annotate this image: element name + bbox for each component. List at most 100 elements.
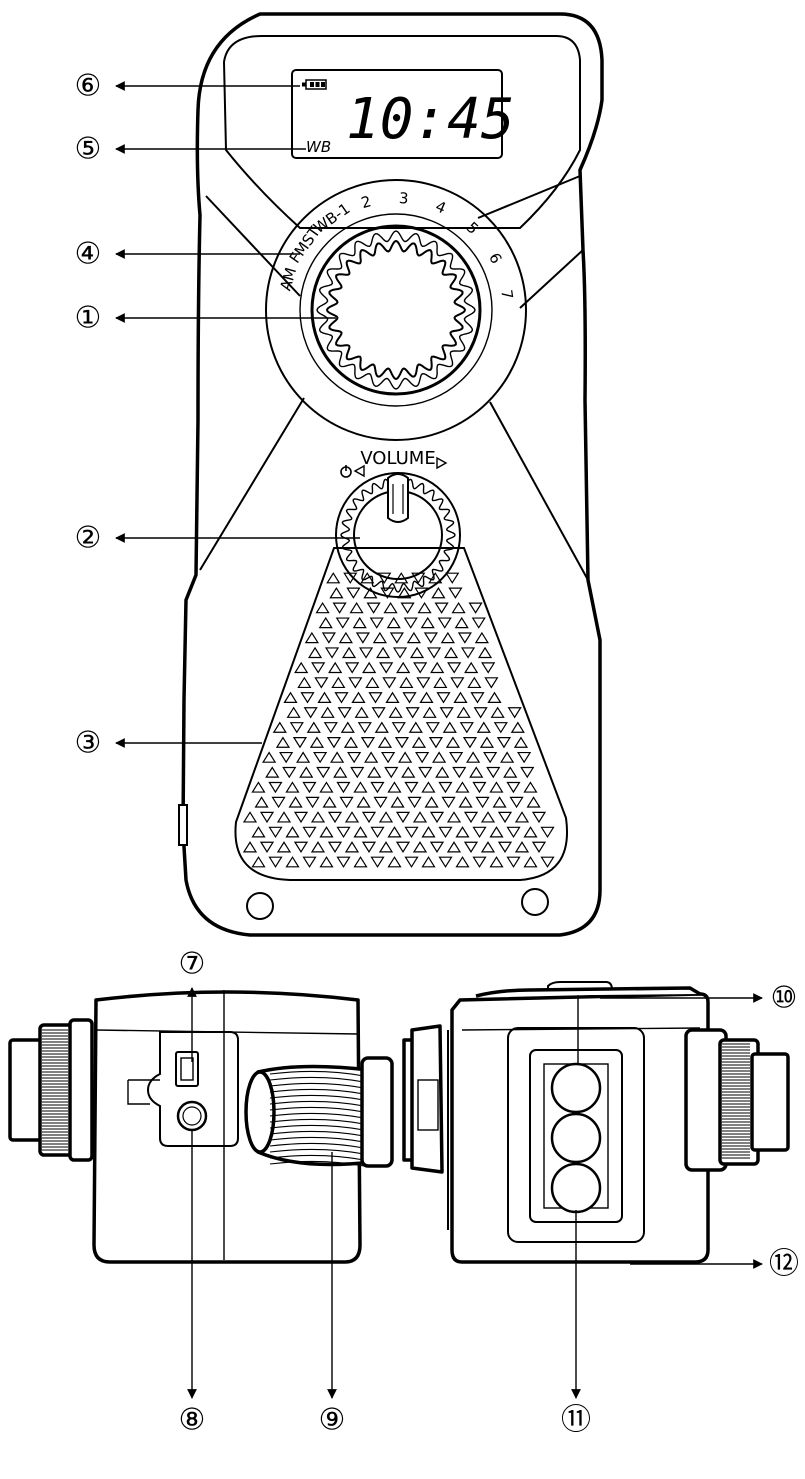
grill-hole — [517, 751, 532, 764]
grill-hole — [396, 661, 411, 674]
grill-hole — [409, 646, 425, 659]
grill-hole — [383, 601, 398, 614]
callout-number: ③ — [75, 726, 102, 761]
grill-hole — [429, 811, 445, 824]
grill-hole — [356, 796, 371, 808]
grill-hole — [285, 826, 300, 838]
usb-port[interactable] — [175, 1051, 199, 1087]
grill-hole — [440, 631, 455, 644]
grill-hole — [424, 796, 439, 808]
volume-knob[interactable] — [335, 472, 461, 598]
lcd-band-indicator: WB — [306, 138, 331, 156]
grill-hole — [467, 676, 482, 689]
grill-hole — [500, 751, 515, 763]
grill-hole — [492, 796, 507, 808]
grill-hole — [254, 796, 269, 808]
grill-hole — [472, 826, 487, 839]
callout-3: ③ — [75, 726, 102, 761]
callout-number: ⑨ — [319, 1403, 346, 1438]
grill-hole — [438, 826, 453, 839]
grill-hole — [363, 587, 378, 599]
grill-hole — [413, 662, 428, 674]
grill-hole — [420, 616, 435, 629]
grill-hole — [352, 616, 367, 629]
grill-hole — [416, 677, 431, 689]
channel-label: 3 — [398, 189, 409, 208]
grill-hole — [357, 722, 372, 734]
headphone-jack[interactable] — [176, 1100, 208, 1132]
grill-hole — [353, 856, 368, 868]
grill-hole — [445, 572, 460, 584]
grill-hole — [343, 736, 359, 748]
grill-hole — [370, 856, 385, 868]
grill-hole — [262, 751, 277, 763]
grill-hole — [510, 721, 525, 733]
grill-hole — [455, 826, 470, 838]
top-flashlight-lens — [547, 981, 613, 994]
grill-hole — [402, 692, 417, 704]
tuning-dial[interactable] — [265, 179, 527, 441]
knob-rib — [269, 1076, 365, 1083]
callout-number: ⑦ — [179, 947, 206, 982]
ribbed-adjust-knob[interactable] — [244, 1056, 394, 1168]
grill-hole — [384, 766, 399, 779]
grill-hole — [321, 632, 336, 644]
grill-hole — [377, 736, 393, 748]
callout-12: ⑫ — [769, 1247, 799, 1282]
callout-number: ⑩ — [771, 981, 798, 1016]
grill-hole — [514, 841, 530, 853]
grill-hole — [330, 751, 345, 763]
crank-hub-ridges — [42, 1029, 68, 1151]
grill-hole — [506, 781, 521, 794]
grill-hole — [450, 677, 465, 689]
grill-hole — [242, 811, 258, 823]
grill-hole — [368, 692, 383, 704]
grill-hole — [423, 632, 438, 644]
knob-rib — [269, 1088, 365, 1095]
grill-hole — [484, 677, 499, 689]
grill-hole — [313, 751, 328, 764]
grill-hole — [338, 631, 353, 644]
right-hub-ridges — [722, 1043, 750, 1159]
knob-rib — [269, 1082, 365, 1089]
grill-hole — [375, 646, 391, 659]
grill-hole — [251, 781, 266, 793]
grill-hole — [268, 856, 283, 868]
callout-number: ② — [75, 521, 102, 556]
grill-hole — [285, 781, 300, 793]
grill-hole — [268, 826, 283, 839]
grill-hole — [421, 856, 436, 868]
callout-2: ② — [75, 521, 102, 556]
grill-hole — [370, 826, 385, 839]
grill-hole — [302, 856, 317, 868]
grill-hole — [358, 647, 374, 659]
grill-hole — [307, 646, 323, 659]
grill-hole — [387, 826, 402, 838]
grill-hole — [523, 781, 538, 793]
grill-hole — [353, 781, 368, 793]
grill-hole — [365, 676, 380, 689]
grill-hole — [531, 811, 547, 824]
grill-hole — [398, 751, 413, 763]
grill-hole — [265, 766, 280, 778]
grill-hole — [438, 856, 453, 868]
grill-hole — [428, 737, 444, 749]
grill-hole — [302, 826, 317, 839]
grill-hole — [319, 856, 334, 868]
grill-hole — [433, 676, 448, 689]
callout-leaders — [115, 81, 763, 1399]
grill-hole — [369, 617, 384, 629]
knob-rib — [269, 1094, 365, 1101]
grill-hole — [397, 587, 412, 599]
tuning-knob-outer-gear — [316, 230, 476, 390]
grill-hole — [506, 856, 521, 868]
grill-hole — [289, 722, 304, 734]
grill-hole — [422, 706, 437, 718]
grill-hole — [417, 601, 432, 614]
callout-6: ⑥ — [75, 69, 102, 104]
callout-8: ⑧ — [179, 1403, 206, 1438]
grill-hole — [388, 706, 403, 718]
grill-hole — [297, 676, 312, 689]
grill-hole — [355, 632, 370, 644]
